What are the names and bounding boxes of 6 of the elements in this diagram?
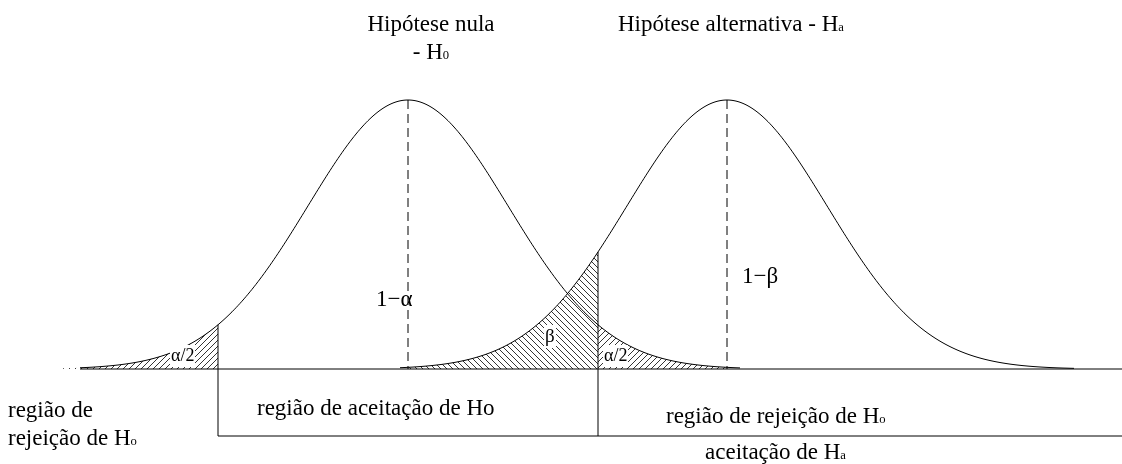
area-label: α/2 — [170, 345, 196, 367]
area-label: 1−α — [376, 285, 413, 313]
region-label: região de aceitação de Ho — [257, 394, 495, 422]
area-label: 1−β — [742, 262, 779, 290]
area-label: β — [544, 325, 556, 348]
area-label: α/2 — [603, 345, 629, 367]
